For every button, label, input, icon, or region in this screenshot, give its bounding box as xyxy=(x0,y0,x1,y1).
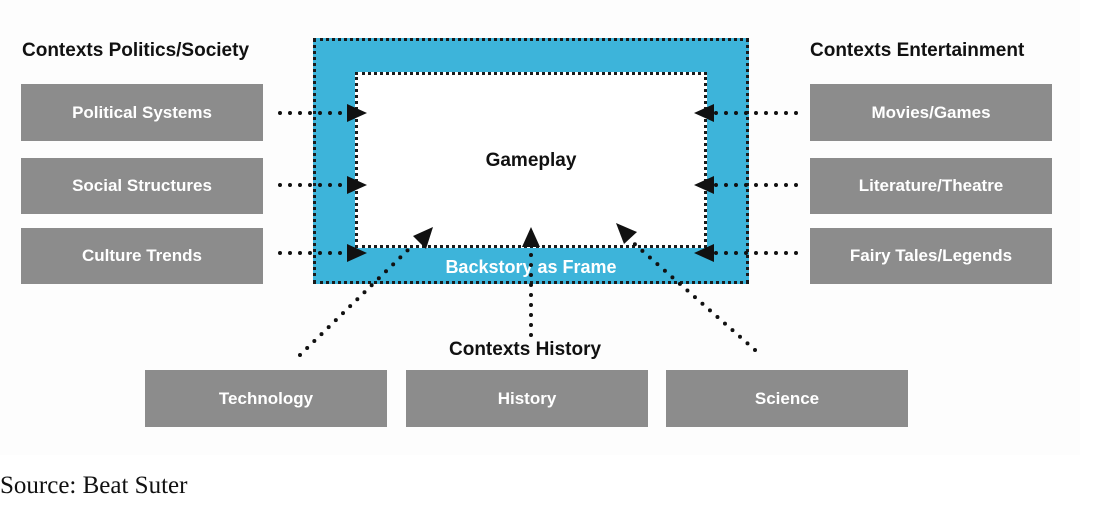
diagram: Contexts Politics/Society Contexts Enter… xyxy=(21,38,1052,427)
contexts-entertainment-title: Contexts Entertainment xyxy=(810,40,1025,61)
connector-technology xyxy=(298,244,414,357)
arrowhead-movies-games xyxy=(694,104,714,122)
box-history: History xyxy=(406,370,648,427)
arrowhead-science xyxy=(616,223,637,244)
box-political-systems: Political Systems xyxy=(21,84,263,141)
box-literature-theatre: Literature/Theatre xyxy=(810,158,1052,214)
arrowhead-social-structures xyxy=(347,176,367,194)
box-movies-games: Movies/Games xyxy=(810,84,1052,141)
box-social-structures: Social Structures xyxy=(21,158,263,214)
contexts-history-title: Contexts History xyxy=(449,339,602,360)
arrowhead-political-systems xyxy=(347,104,367,122)
box-culture-trends: Culture Trends xyxy=(21,228,263,284)
connector-science xyxy=(628,238,757,352)
gameplay-label: Gameplay xyxy=(485,150,577,171)
connectors xyxy=(278,104,799,357)
arrowhead-technology xyxy=(413,227,433,249)
box-science: Science xyxy=(666,370,908,427)
backstory-frame-label: Backstory as Frame xyxy=(445,257,617,277)
gameplay-area xyxy=(355,72,707,248)
arrowhead-culture-trends xyxy=(347,244,367,262)
box-technology: Technology xyxy=(145,370,387,427)
source-caption: Source: Beat Suter xyxy=(0,472,188,499)
arrowhead-literature-theatre xyxy=(694,176,714,194)
arrowhead-fairy-tales xyxy=(694,244,714,262)
arrowhead-history xyxy=(522,227,540,247)
contexts-politics-title: Contexts Politics/Society xyxy=(22,40,250,61)
box-fairy-tales-legends: Fairy Tales/Legends xyxy=(810,228,1052,284)
